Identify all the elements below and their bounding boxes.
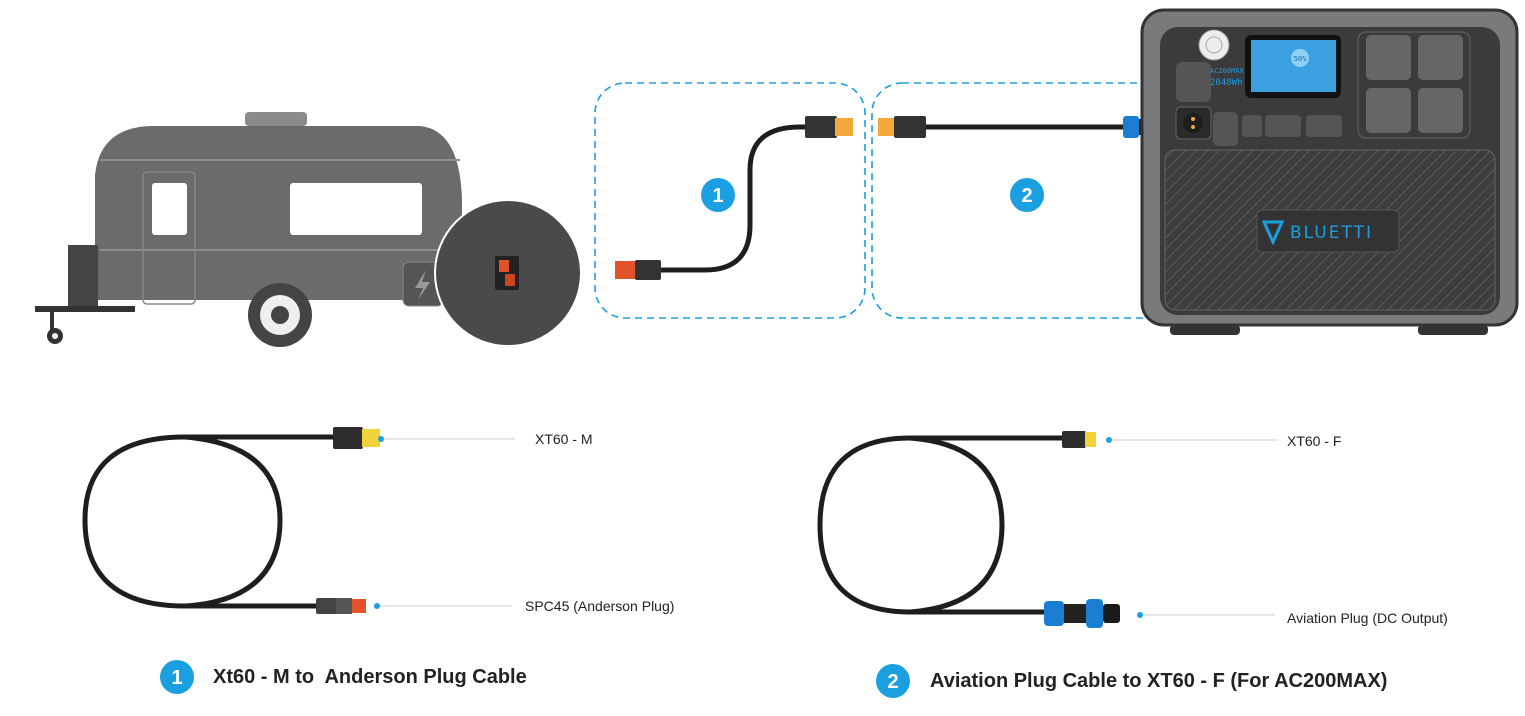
lightning-icon <box>415 270 430 300</box>
svg-text:AC200MAX: AC200MAX <box>1210 67 1245 75</box>
anderson-port-closeup <box>434 199 582 347</box>
power-station-illustration: AC200MAX 2048Wh 50% BLUETTI <box>1140 8 1519 335</box>
cable1-title: 1 Xt60 - M to Anderson Plug Cable <box>160 660 527 694</box>
spc45-label: SPC45 (Anderson Plug) <box>525 598 674 614</box>
svg-text:1: 1 <box>712 185 723 207</box>
aviation-plug-label: Aviation Plug (DC Output) <box>1287 610 1448 626</box>
bluetti-logo-icon <box>1261 220 1285 246</box>
svg-text:2: 2 <box>1021 185 1032 207</box>
xt60-m-label: XT60 - M <box>535 431 593 447</box>
cable2-title: 2 Aviation Plug Cable to XT60 - F (For A… <box>876 664 1387 698</box>
svg-text:50%: 50% <box>1294 55 1307 63</box>
svg-text:1: 1 <box>171 667 182 689</box>
step1-badge: 1 <box>701 178 735 212</box>
svg-text:Aviation Plug Cable to XT60 -: Aviation Plug Cable to XT60 - F (For AC2… <box>930 670 1387 692</box>
xt60-f-label: XT60 - F <box>1287 433 1341 449</box>
cable1-diagram <box>615 116 853 280</box>
step2-badge: 2 <box>1010 178 1044 212</box>
cable2-diagram <box>878 115 1165 139</box>
svg-text:2: 2 <box>887 671 898 693</box>
cable1-product <box>82 427 515 614</box>
camper-trailer-illustration <box>35 112 462 347</box>
svg-text:Xt60 - M to Anderson Plug Cab: Xt60 - M to Anderson Plug Cable <box>213 666 527 688</box>
svg-text:2048Wh: 2048Wh <box>1210 78 1243 88</box>
svg-text:BLUETTI: BLUETTI <box>1290 223 1373 243</box>
cable2-product <box>817 431 1278 628</box>
